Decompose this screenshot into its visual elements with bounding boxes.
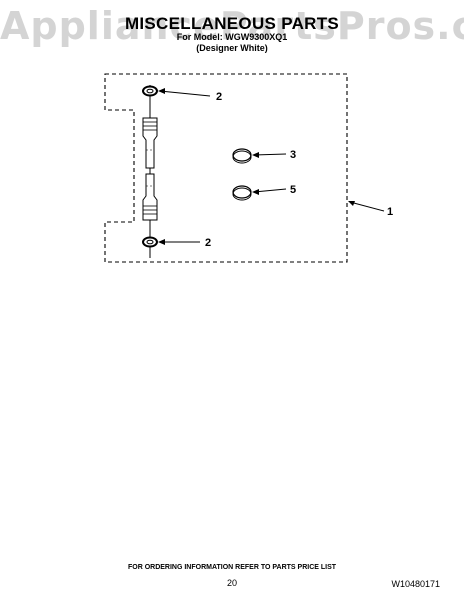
color-line: (Designer White) [196,43,268,53]
callout-5: 5 [290,184,296,196]
callout-3: 3 [290,149,296,161]
leader-1 [348,201,385,212]
leader-3 [252,152,287,158]
callout-1: 1 [387,206,393,218]
fill-hose [142,85,158,258]
leader-2-bottom [158,239,200,245]
leader-2-top [158,88,211,97]
document-number: W10480171 [391,579,440,589]
page-number: 20 [226,578,237,588]
watermark: AppliancePartsPros.com [0,4,464,48]
ordering-note: FOR ORDERING INFORMATION REFER TO PARTS … [127,564,337,571]
leader-5 [252,188,287,195]
clamp-5 [232,185,252,201]
clamp-3 [232,148,252,164]
kit-outline [104,73,348,263]
washer-bottom [142,236,158,248]
callout-2-bottom: 2 [205,237,211,249]
callout-2-top: 2 [216,91,222,103]
model-line: For Model: WGW9300XQ1 [176,32,288,42]
page-title: MISCELLANEOUS PARTS [124,14,340,33]
washer-top [142,85,158,97]
